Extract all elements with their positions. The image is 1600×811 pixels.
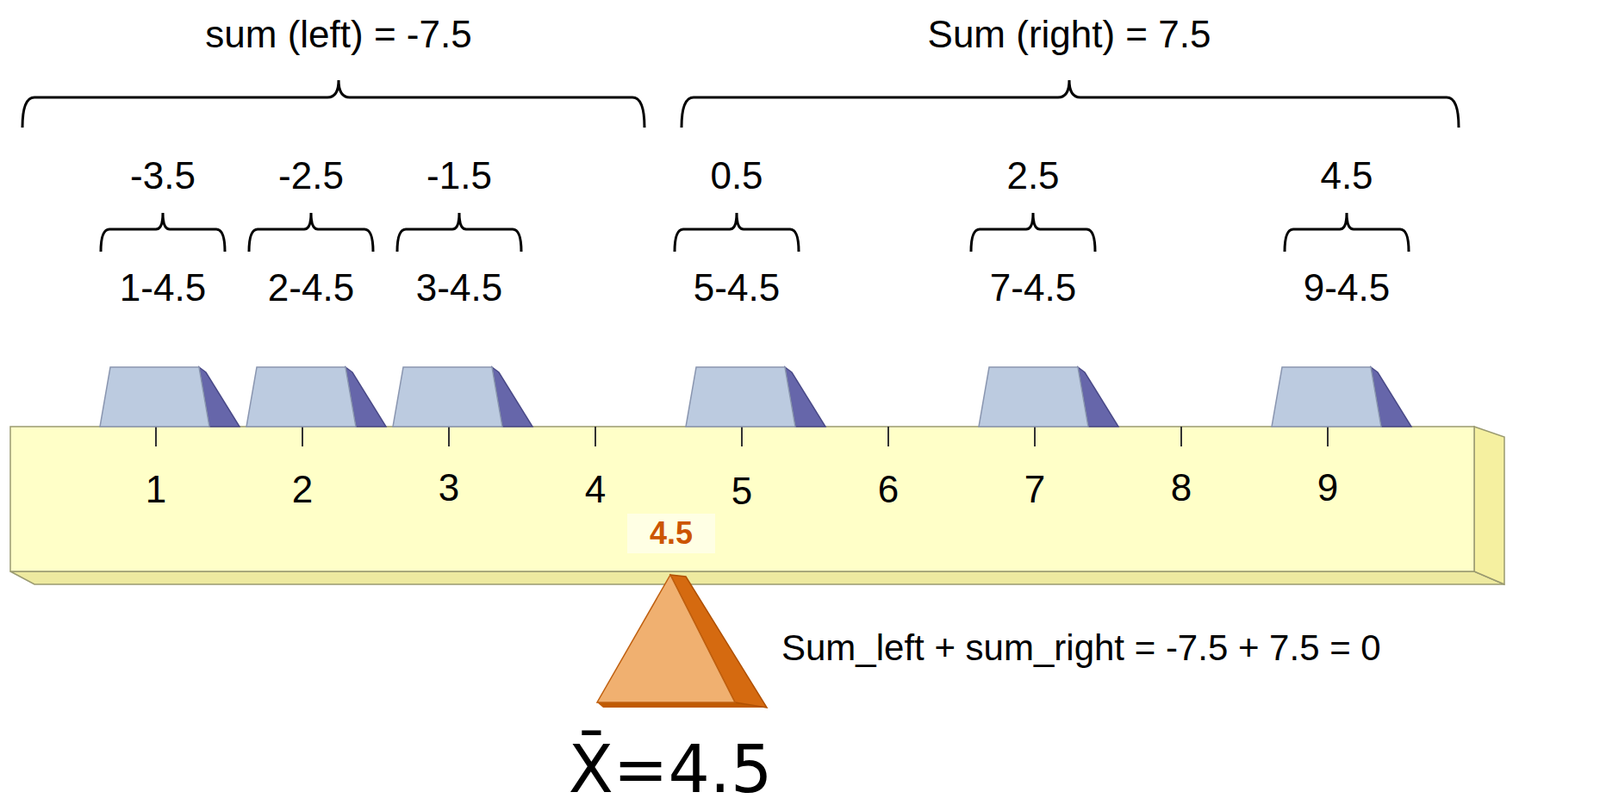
deviation-expression: 3-4.5 [416,266,503,311]
beam-ticks [155,426,1328,447]
mean-patch [627,513,716,554]
balance-equation: Sum_left + sum_right = -7.5 + 7.5 = 0 [781,627,1382,669]
deviation-value: -1.5 [426,154,492,199]
deviation-value: -3.5 [130,154,196,199]
deviation-brackets [100,212,1409,252]
deviation-value: 0.5 [709,154,763,199]
axis-number: 2 [292,467,313,512]
mean-label: X̄=4.5 [568,731,773,807]
beam-side [1474,426,1505,585]
axis-number: 7 [1024,467,1046,512]
axis-number: 9 [1317,466,1339,511]
sum-bracket [22,80,645,128]
deviation-value: -2.5 [278,154,344,199]
beam-bottom [10,571,1505,585]
deviation-expression: 7-4.5 [989,266,1077,311]
axis-number: 4 [585,467,606,512]
mean-marker: 4.5 [649,515,693,551]
axis-number: 3 [438,466,460,511]
axis-number: 1 [145,467,167,512]
deviation-value: 4.5 [1319,154,1373,199]
sum-label: Sum (right) = 7.5 [927,12,1212,57]
weights [99,367,1412,427]
beam-front [10,426,1475,572]
deviation-value: 2.5 [1006,154,1059,199]
sum-bracket [681,80,1459,128]
deviation-expression: 5-4.5 [693,266,780,311]
deviation-expression: 2-4.5 [267,266,355,311]
fulcrum [597,574,767,708]
axis-number: 8 [1170,466,1192,511]
axis-number: 5 [731,469,753,514]
deviation-expression: 1-4.5 [119,266,206,311]
axis-number: 6 [877,467,899,512]
sum-label: sum (left) = -7.5 [205,12,472,57]
deviation-expression: 9-4.5 [1303,266,1390,311]
